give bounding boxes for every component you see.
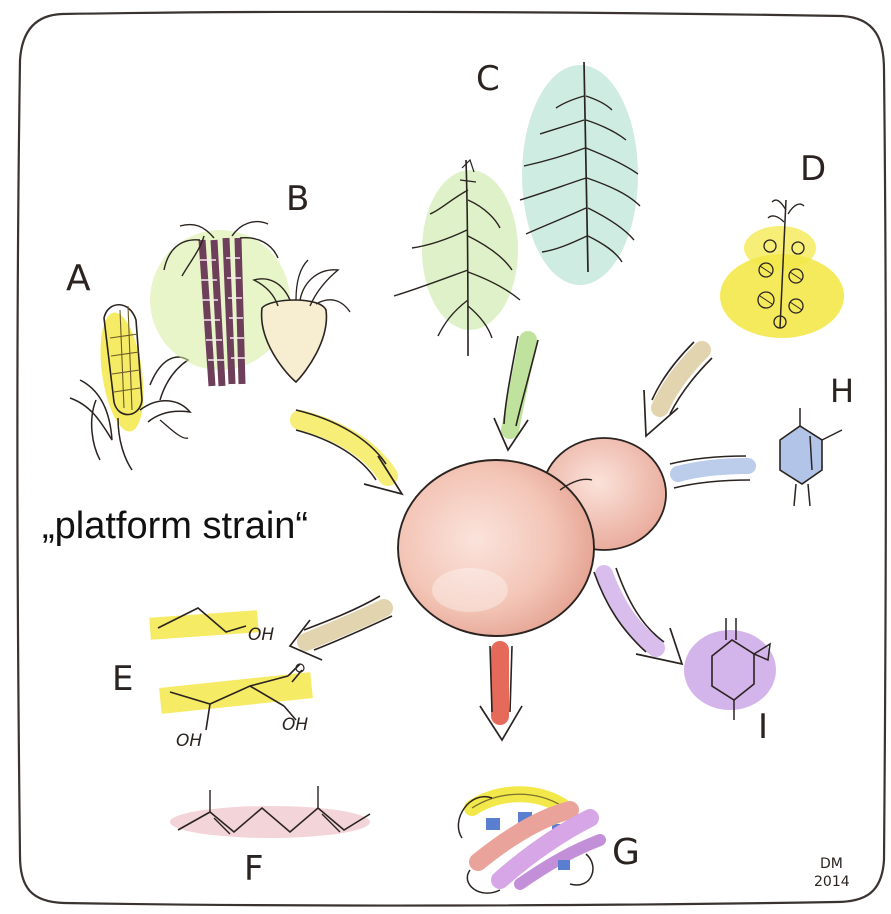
label-h: H <box>830 372 854 410</box>
ethanol-oh-text: OH <box>248 625 274 645</box>
label-f: F <box>244 849 264 889</box>
arrow-strain-to-i <box>594 568 682 664</box>
signature-year: 2014 <box>814 874 850 890</box>
label-b: B <box>286 179 309 219</box>
arrow-h-compound-link <box>670 456 750 488</box>
label-d: D <box>800 149 826 189</box>
label-i: I <box>758 707 768 747</box>
spruce-tree-icon <box>520 62 640 285</box>
platform-strain-label: „platform strain“ <box>42 505 308 547</box>
arrow-corn-to-strain <box>296 410 402 494</box>
isoprenoid-f-molecule-icon <box>170 786 370 838</box>
terpene-h-molecule-icon <box>780 408 842 506</box>
arrow-strain-to-g <box>480 646 522 740</box>
frame-border <box>17 12 886 906</box>
label-c: C <box>476 59 500 99</box>
arrow-strain-to-e <box>290 596 392 660</box>
lactic-oh-right-text: OH <box>282 715 308 735</box>
ethanol-molecule-icon <box>149 608 258 640</box>
label-a: A <box>66 258 91 299</box>
signature-initials: DM <box>820 856 843 872</box>
rapeseed-flower-icon <box>720 200 844 338</box>
label-g: G <box>612 832 640 873</box>
arrow-biomass-to-strain <box>494 336 538 450</box>
protein-g-icon <box>458 794 600 893</box>
label-e: E <box>112 659 133 699</box>
molecule-i-icon <box>684 618 776 720</box>
miscanthus-grass-icon <box>394 160 520 356</box>
arrow-rapeseed-to-strain <box>644 342 712 436</box>
lactic-oh-left-text: OH <box>176 731 202 751</box>
